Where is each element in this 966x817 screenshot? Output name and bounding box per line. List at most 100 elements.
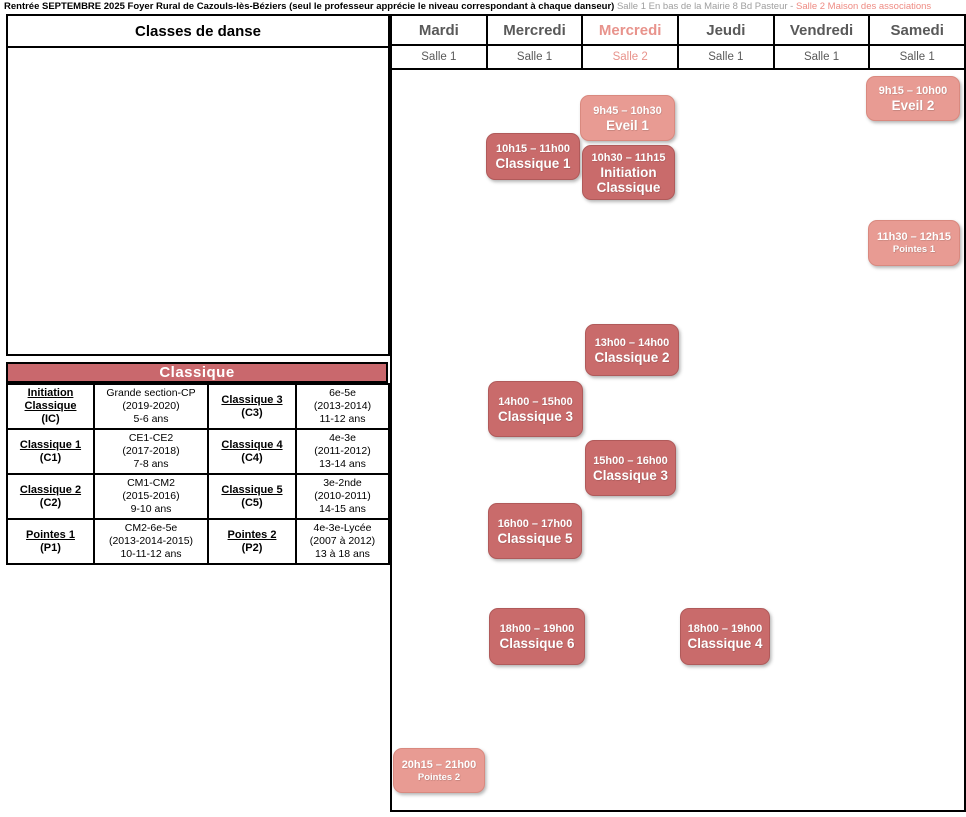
desc-line: (2019-2020) [122, 400, 180, 412]
block-name: Classique 5 [497, 530, 573, 546]
desc-line: 11-12 ans [319, 413, 366, 425]
level-name-cell: Pointes 1 (P1) [6, 518, 95, 565]
level-code: (C5) [241, 496, 263, 509]
block-time: 11h30 – 12h15 [876, 231, 951, 243]
block-classique-3-14h: 14h00 – 15h00 Classique 3 [488, 381, 583, 437]
desc-line: 13-14 ans [319, 458, 366, 470]
block-time: 18h00 – 19h00 [499, 623, 575, 635]
block-name: Eveil 1 [606, 117, 649, 133]
level-name: Classique 2 [19, 483, 82, 496]
classes-de-danse-header: Classes de danse [8, 16, 388, 48]
day-header-vendredi: Vendredi [774, 16, 871, 46]
day-header-mercredi-2: Mercredi [583, 16, 680, 46]
salle-header-row: Salle 1 Salle 1 Salle 2 Salle 1 Salle 1 … [392, 46, 965, 70]
level-desc-cell: 6e-5e (2013-2014) 11-12 ans [295, 383, 390, 430]
title-salle2-info: Salle 2 Maison des associations [795, 1, 932, 12]
block-time: 20h15 – 21h00 [401, 758, 477, 771]
level-code: (P2) [241, 541, 263, 554]
desc-line: 14-15 ans [319, 503, 366, 515]
desc-line: CM1-CM2 [127, 477, 175, 489]
block-initiation-classique: 10h30 – 11h15 Initiation Classique [582, 145, 675, 200]
desc-line: (2007 à 2012) [309, 535, 376, 547]
block-time: 10h15 – 11h00 [495, 143, 570, 155]
title-salle1-info: Salle 1 En bas de la Mairie 8 Bd Pasteur… [614, 1, 796, 12]
level-desc-cell: 4e-3e-Lycée (2007 à 2012) 13 à 18 ans [295, 518, 390, 565]
block-classique-2: 13h00 – 14h00 Classique 2 [585, 324, 679, 376]
level-name: Pointes 1 [26, 528, 75, 541]
level-desc-cell: CM1-CM2 (2015-2016) 9-10 ans [93, 473, 209, 520]
table-row: Classique 2 (C2) CM1-CM2 (2015-2016) 9-1… [6, 473, 390, 520]
desc-line: (2011-2012) [314, 445, 371, 457]
salle-cell-vendredi: Salle 1 [774, 46, 871, 70]
block-time: 13h00 – 14h00 [594, 336, 670, 349]
block-classique-6: 18h00 – 19h00 Classique 6 [489, 608, 585, 665]
level-name-cell: Classique 4 (C4) [207, 428, 297, 475]
desc-line: 7-8 ans [133, 458, 169, 470]
level-desc-cell: CE1-CE2 (2017-2018) 7-8 ans [93, 428, 209, 475]
level-code: (C3) [241, 406, 263, 419]
block-time: 14h00 – 15h00 [498, 395, 573, 408]
block-time: 10h30 – 11h15 [591, 151, 666, 164]
day-header-mercredi-1: Mercredi [487, 16, 584, 46]
block-time: 9h45 – 10h30 [593, 104, 662, 117]
desc-line: 6e-5e [329, 387, 356, 399]
desc-line: CE1-CE2 [128, 432, 174, 444]
desc-line: (2010-2011) [314, 490, 371, 502]
level-name: Initiation Classique [24, 387, 77, 412]
level-name-cell: Classique 2 (C2) [6, 473, 95, 520]
desc-line: (2013-2014) [313, 400, 372, 412]
block-pointes-1: 11h30 – 12h15 Pointes 1 [868, 220, 960, 266]
block-classique-5: 16h00 – 17h00 Classique 5 [488, 503, 582, 559]
level-name-cell: Classique 5 (C5) [207, 473, 297, 520]
block-name: Classique 3 [592, 467, 669, 483]
block-name: Classique 3 [497, 408, 574, 424]
desc-line: 5-6 ans [133, 413, 169, 425]
schedule-grid: Mardi Mercredi Mercredi Jeudi Vendredi S… [390, 14, 966, 812]
desc-line: (2013-2014-2015) [108, 535, 194, 547]
table-row: Pointes 1 (P1) CM2-6e-5e (2013-2014-2015… [6, 518, 390, 565]
block-name: Classique 1 [495, 156, 571, 171]
desc-line: 3e-2nde [323, 477, 362, 489]
level-code: (IC) [41, 413, 60, 425]
block-time: 18h00 – 19h00 [687, 623, 763, 635]
table-row: Initiation Classique (IC) Grande section… [6, 383, 390, 430]
desc-line: (2017-2018) [122, 445, 180, 457]
level-code: (C2) [39, 496, 62, 509]
level-name-cell: Classique 3 (C3) [207, 383, 297, 430]
level-name-cell: Initiation Classique (IC) [6, 383, 95, 430]
block-name: Classique 4 [687, 636, 763, 651]
level-desc-cell: Grande section-CP (2019-2020) 5-6 ans [93, 383, 209, 430]
level-name: Pointes 2 [227, 528, 277, 541]
desc-line: 13 à 18 ans [315, 548, 370, 560]
levels-table-section: Classique Initiation Classique (IC) Gran… [6, 362, 390, 565]
block-name: Eveil 2 [891, 98, 935, 113]
left-panel: Classes de danse [6, 14, 390, 356]
level-desc-cell: 3e-2nde (2010-2011) 14-15 ans [295, 473, 390, 520]
block-name: Classique 2 [594, 349, 670, 365]
title-main: Rentrée SEPTEMBRE 2025 Foyer Rural de Ca… [4, 1, 615, 12]
desc-line: 4e-3e-Lycée [313, 522, 372, 534]
block-classique-4: 18h00 – 19h00 Classique 4 [680, 608, 770, 665]
level-name: Classique 3 [221, 393, 283, 406]
desc-line: (2015-2016) [122, 490, 180, 502]
block-name: Classique 6 [499, 636, 575, 651]
salle-cell-samedi: Salle 1 [870, 46, 965, 70]
page-title: Rentrée SEPTEMBRE 2025 Foyer Rural de Ca… [4, 0, 966, 14]
level-name: Classique 1 [19, 438, 82, 451]
block-eveil-2: 9h15 – 10h00 Eveil 2 [866, 76, 960, 121]
block-time: 16h00 – 17h00 [497, 517, 573, 530]
level-name: Classique 5 [221, 483, 283, 496]
block-classique-3-15h: 15h00 – 16h00 Classique 3 [585, 440, 676, 496]
block-time: 9h15 – 10h00 [878, 85, 948, 97]
desc-line: CM2-6e-5e [124, 522, 178, 534]
desc-line: 4e-3e [329, 432, 356, 444]
salle-cell-mardi: Salle 1 [392, 46, 488, 70]
level-desc-cell: CM2-6e-5e (2013-2014-2015) 10-11-12 ans [93, 518, 209, 565]
level-code: (C4) [241, 451, 263, 464]
level-name-cell: Pointes 2 (P2) [207, 518, 297, 565]
day-header-mardi: Mardi [392, 16, 488, 46]
day-header-jeudi: Jeudi [679, 16, 775, 46]
salle-cell-jeudi: Salle 1 [679, 46, 775, 70]
desc-line: 9-10 ans [130, 503, 172, 515]
block-name: Initiation Classique [596, 164, 661, 195]
